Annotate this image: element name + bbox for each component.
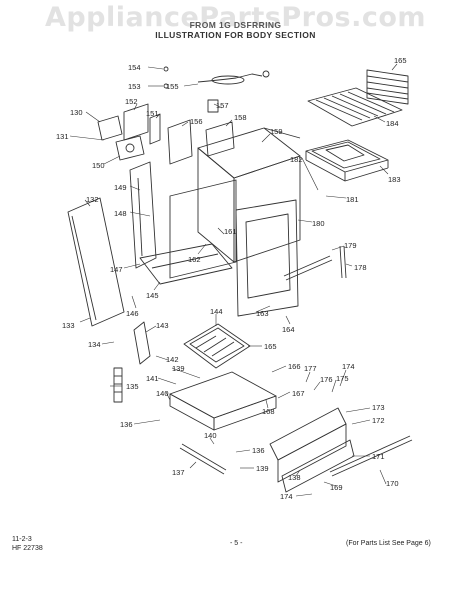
rod-179: [283, 255, 331, 277]
callout-label: 148: [114, 209, 127, 218]
page-number: - 5 -: [230, 540, 243, 547]
callout-label: 141: [146, 374, 159, 383]
callout-label: 171: [372, 452, 385, 461]
callout-label: 169: [330, 483, 343, 492]
callout-label: 176: [320, 375, 333, 384]
oven-cavity: [169, 127, 301, 279]
parts-list-note: (For Parts List See Page 6): [346, 540, 431, 547]
diagram-title: ILLUSTRATION FOR BODY SECTION: [155, 30, 316, 40]
block-130: [97, 115, 123, 141]
callout-label: 151: [146, 109, 159, 118]
callout-label: 173: [372, 403, 385, 412]
callout-label: 139: [256, 464, 269, 473]
callout-label: 180: [312, 219, 325, 228]
callout-label: 165: [264, 342, 277, 351]
callout-label: 137: [172, 468, 185, 477]
callout-label: 163: [256, 309, 269, 318]
callout-label: 175: [336, 374, 349, 383]
callout-label: 142: [166, 355, 179, 364]
callout-label: 131: [56, 132, 69, 141]
callout-label: 134: [88, 340, 101, 349]
callout-label: 164: [282, 325, 295, 334]
callout-label: 162: [188, 255, 201, 264]
front-frame-180: [235, 199, 299, 317]
screw-part-154: [163, 66, 169, 72]
rod-137: [179, 443, 227, 475]
callout-label: 147: [110, 265, 123, 274]
broiler-pan-183: [305, 139, 389, 182]
diagram-header-line1: FROM 1G DSFRRING: [189, 20, 282, 30]
callout-label: 158: [234, 113, 247, 122]
bottom-frame-147: [139, 243, 233, 285]
callout-label: 146: [126, 309, 139, 318]
rod-178: [339, 245, 343, 279]
callout-label: 139: [172, 364, 185, 373]
callout-label: 182: [290, 155, 303, 164]
callout-label: 156: [190, 117, 203, 126]
callout-label: 174: [280, 492, 293, 501]
oven-rack-185: [366, 69, 409, 105]
callout-label: 154: [128, 63, 141, 72]
callout-label: 144: [210, 307, 223, 316]
plate-156: [167, 119, 193, 165]
body-side-panel-133: [67, 197, 125, 327]
rod-170: [329, 435, 411, 473]
bracket-151: [149, 113, 161, 145]
callout-label: 150: [92, 161, 105, 170]
bracket-152: [123, 103, 149, 141]
callout-label: 130: [70, 108, 83, 117]
oven-rack-184: [307, 87, 403, 127]
callout-label: 183: [388, 175, 401, 184]
callout-labels: 154 153 155 165 130 152 151 157 156 158 …: [56, 56, 407, 501]
callout-label: 165: [394, 56, 407, 65]
callout-label: 138: [288, 473, 301, 482]
callout-label: 152: [125, 97, 138, 106]
door-173: [269, 407, 355, 493]
callout-label: 179: [344, 241, 357, 250]
doc-code-line1: 11-2-3: [12, 536, 32, 543]
bracket-143: [133, 321, 151, 365]
burner-tube-155: [197, 70, 270, 85]
callout-label: 167: [292, 389, 305, 398]
callout-label: 157: [216, 101, 229, 110]
callout-label: 149: [114, 183, 127, 192]
callout-label: 136: [120, 420, 133, 429]
watermark: AppliancePartsPros.com: [44, 2, 427, 33]
drawer-141: [169, 371, 277, 431]
burner-144: [183, 323, 251, 369]
callout-label: 136: [252, 446, 265, 455]
side-panel-149: [129, 161, 157, 269]
spring-135: [113, 367, 123, 403]
callout-label: 177: [304, 364, 317, 373]
callout-label: 132: [86, 195, 99, 204]
callout-label: 155: [166, 82, 179, 91]
callout-label: 143: [156, 321, 169, 330]
callout-label: 178: [354, 263, 367, 272]
callout-label: 170: [386, 479, 399, 488]
callout-label: 166: [288, 362, 301, 371]
callout-label: 145: [146, 291, 159, 300]
callout-label: 161: [224, 227, 237, 236]
callout-label: 153: [128, 82, 141, 91]
callout-label: 181: [346, 195, 359, 204]
doc-code-line2: HF 22738: [12, 545, 43, 552]
callout-label: 174: [342, 362, 355, 371]
callout-label: 133: [62, 321, 75, 330]
callout-label: 159: [270, 127, 283, 136]
callout-label: 168: [262, 407, 275, 416]
callout-label: 172: [372, 416, 385, 425]
callout-label: 140: [204, 431, 217, 440]
flange-150: [115, 135, 145, 161]
cover-158: [205, 121, 235, 157]
callout-label: 135: [126, 382, 139, 391]
screw-part-153: [163, 83, 169, 89]
callout-label: 140: [156, 389, 169, 398]
callout-label: 184: [386, 119, 399, 128]
